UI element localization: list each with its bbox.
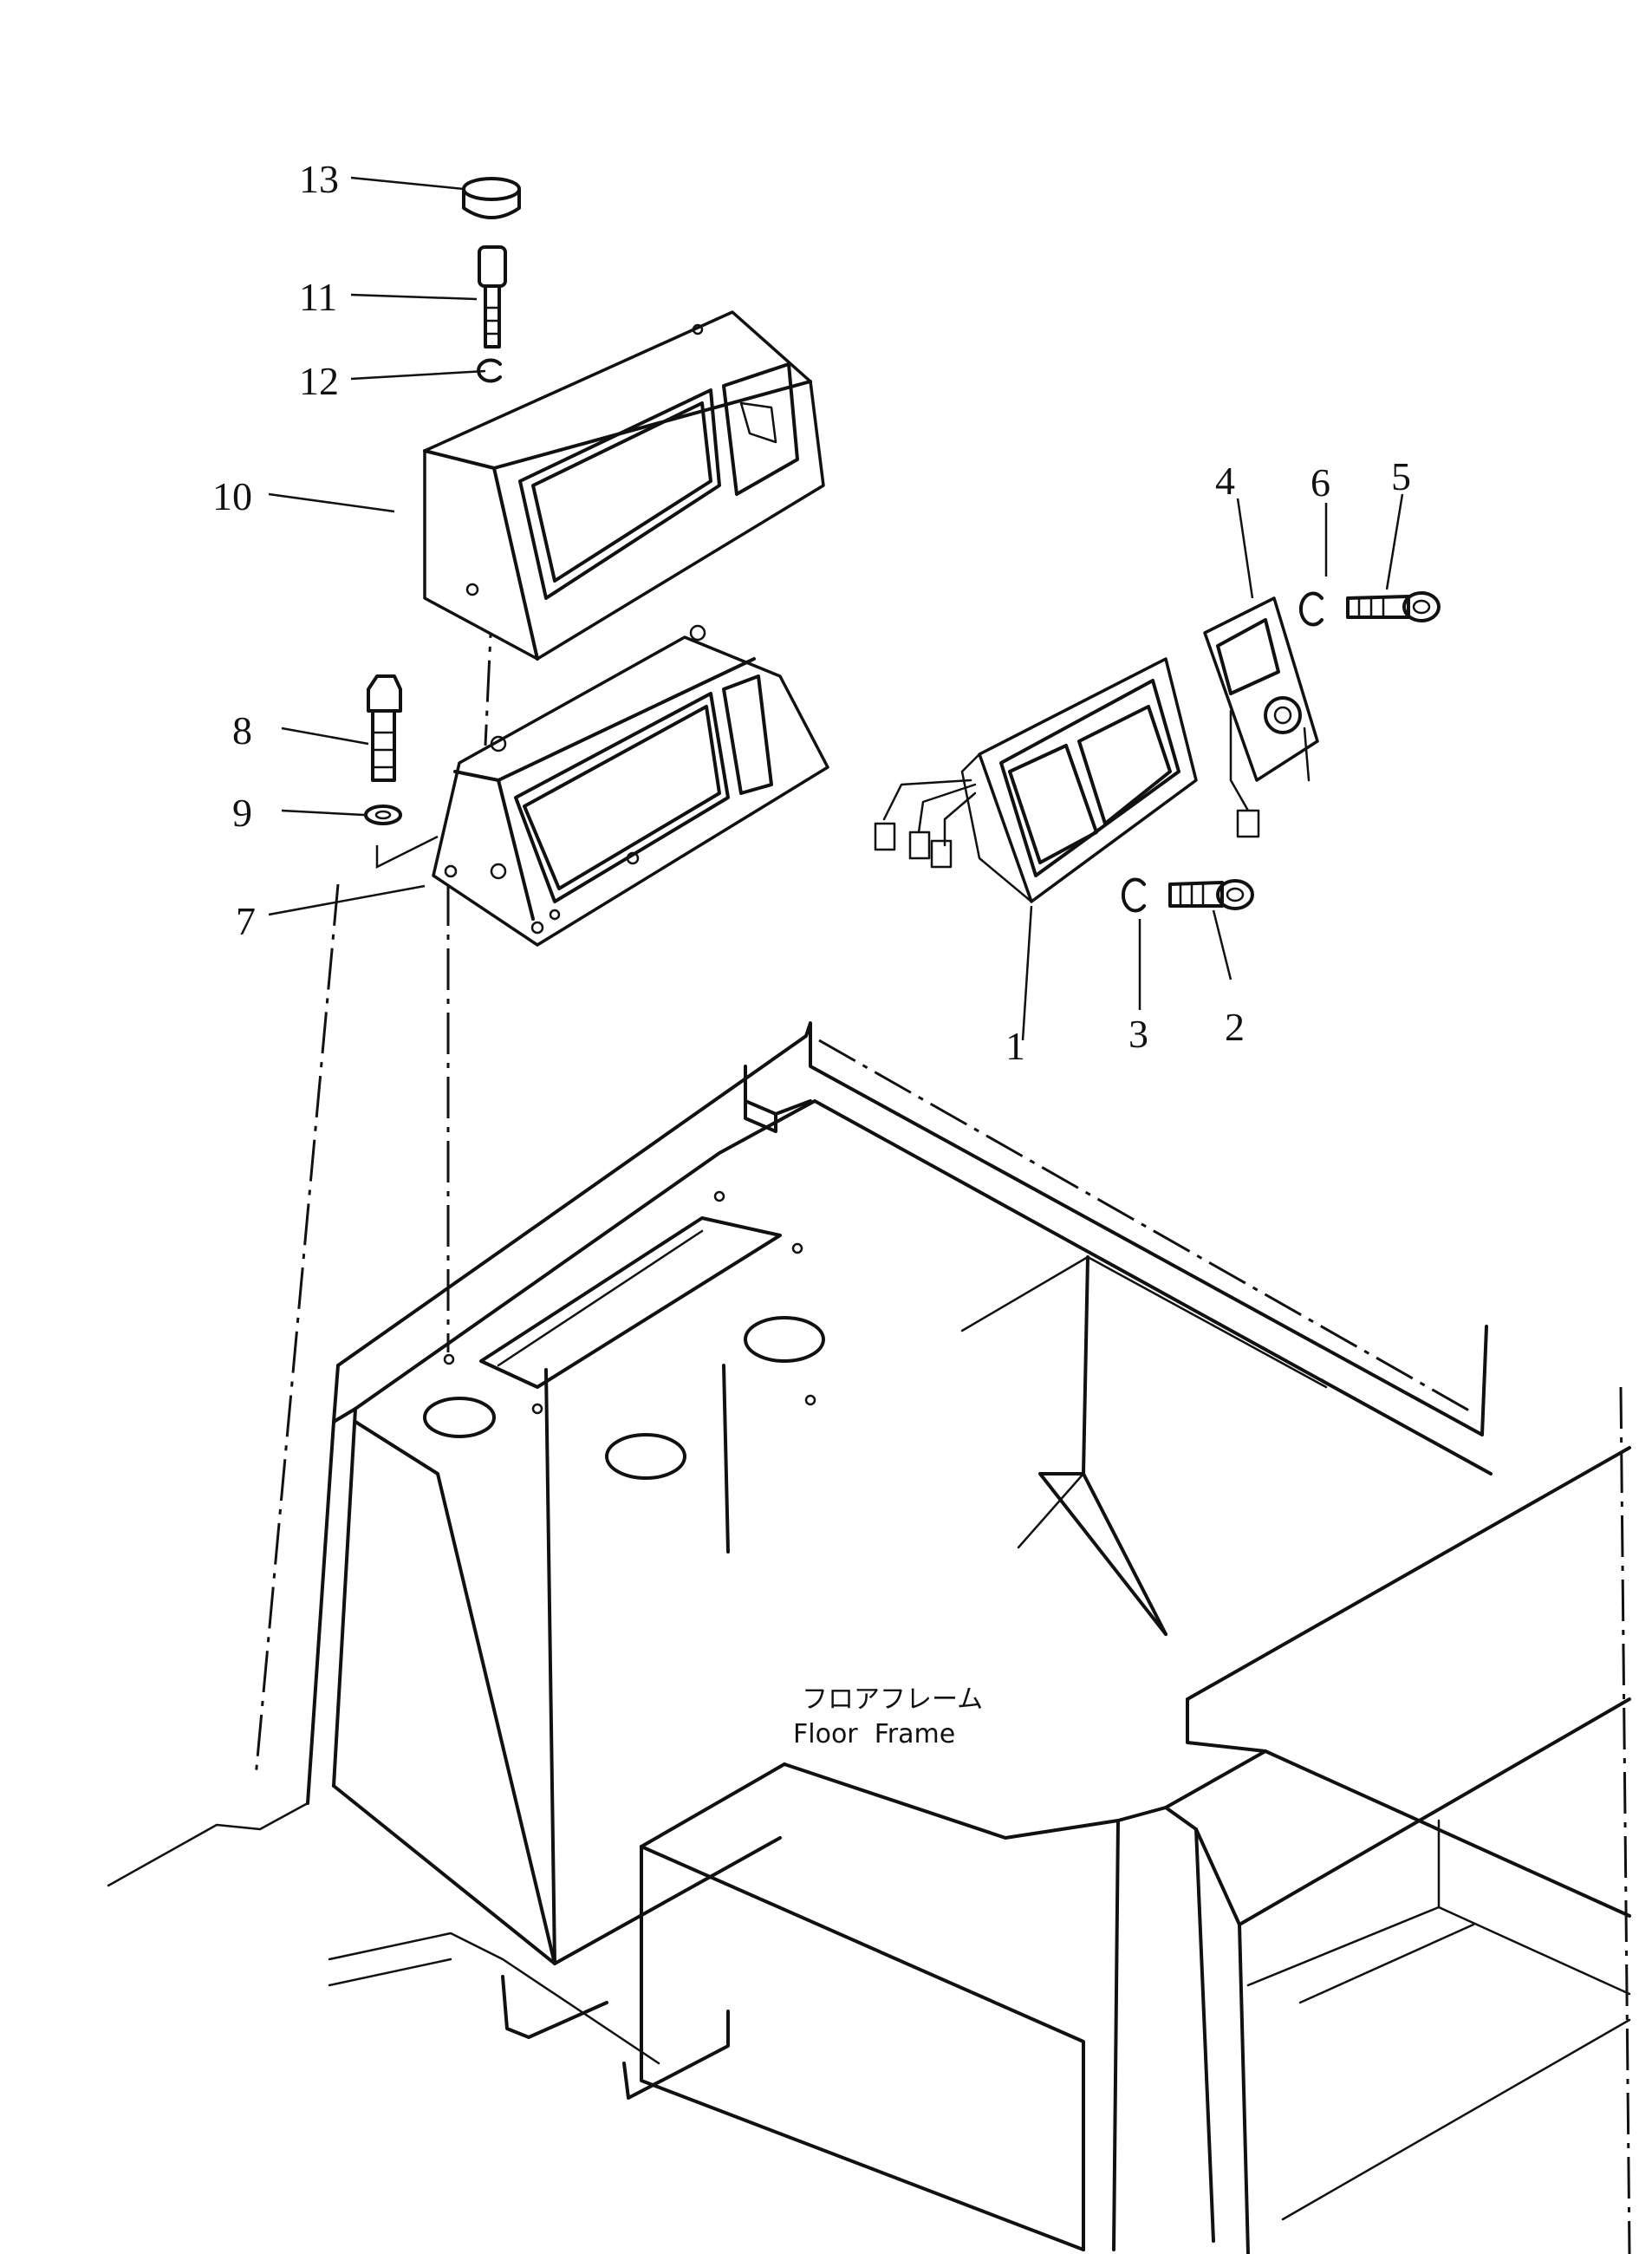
callout-10: 10 — [212, 474, 252, 518]
callout-7: 7 — [236, 899, 256, 943]
callout-6: 6 — [1311, 460, 1330, 505]
monitor-panel — [874, 657, 1198, 903]
callout-13: 13 — [299, 157, 339, 201]
washer-3 — [1121, 877, 1146, 913]
callout-2: 2 — [1225, 1005, 1245, 1049]
panel-cover — [423, 310, 825, 661]
panel-box — [432, 624, 829, 947]
callout-12: 12 — [299, 359, 339, 403]
floor-frame-label: フロアフレーム Floor Frame — [793, 1684, 983, 1749]
callout-9: 9 — [232, 791, 252, 835]
callout-11: 11 — [299, 275, 337, 319]
washer-6 — [1298, 591, 1324, 627]
callout-1: 1 — [1005, 1024, 1025, 1068]
callout-4: 4 — [1215, 459, 1235, 503]
alignment-lines — [254, 467, 1631, 2254]
floor-frame-label-japanese: フロアフレーム — [802, 1684, 983, 1715]
bolt-8 — [367, 674, 402, 782]
bolt-5 — [1346, 591, 1441, 622]
leader-lines — [268, 176, 1404, 1041]
callout-labels: 13 11 12 10 8 9 7 1 3 2 4 6 5 — [212, 157, 1411, 1068]
washer-9 — [364, 805, 402, 825]
bolt-11 — [478, 245, 507, 349]
bolt-2 — [1168, 879, 1254, 910]
callout-3: 3 — [1128, 1012, 1148, 1056]
floor-frame — [107, 1021, 1631, 2254]
callout-5: 5 — [1391, 454, 1411, 498]
floor-frame-label-english: Floor Frame — [793, 1719, 955, 1749]
switch-panel — [1203, 596, 1319, 838]
callout-8: 8 — [232, 708, 252, 752]
bolt-13-cap — [462, 177, 521, 219]
